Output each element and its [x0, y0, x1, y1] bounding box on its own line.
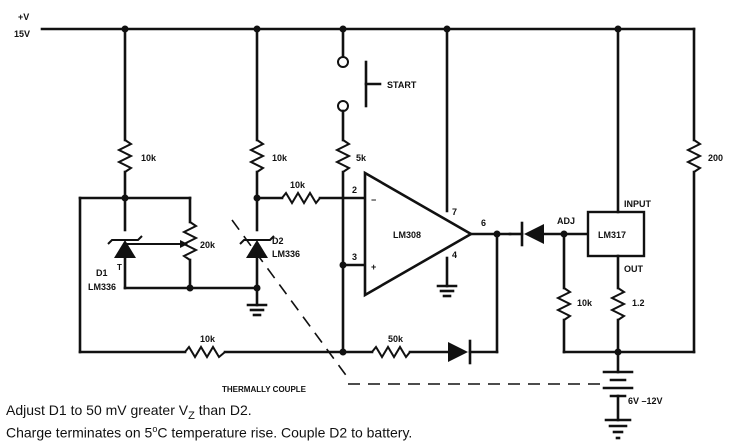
pin2-label: 2	[352, 185, 357, 195]
r-out-label: 1.2	[632, 298, 645, 308]
column-d2	[239, 27, 367, 317]
start-switch	[334, 27, 382, 354]
regulator-part-label: LM317	[598, 230, 626, 240]
opamp-plus-sign: +	[371, 262, 376, 272]
pin7-label: 7	[452, 207, 457, 217]
note-line-1-text: Adjust D1 to 50 mV greater V	[6, 402, 189, 418]
d1-part-label: LM336	[88, 282, 116, 292]
r3-label: 5k	[356, 153, 367, 163]
start-label: START	[387, 80, 417, 90]
pin6-label: 6	[481, 218, 486, 228]
note-degree-symbol: o	[152, 424, 158, 434]
r200-label: 200	[708, 153, 723, 163]
r-feedback-label: 50k	[388, 334, 404, 344]
note-line-2-text: Charge terminates on 5	[6, 424, 153, 441]
thermal-coupling	[231, 219, 600, 385]
note-line-2-end: C temperature rise. Couple D2 to battery…	[157, 424, 413, 441]
battery	[602, 370, 634, 440]
pot-label: 20k	[200, 240, 216, 250]
r1-label: 10k	[141, 153, 157, 163]
supply-voltage-label: 15V	[14, 29, 30, 39]
right-resistor	[685, 27, 703, 354]
r2-label: 10k	[272, 153, 288, 163]
regulator-input-label: INPUT	[624, 199, 652, 209]
output-diode	[508, 221, 696, 356]
pin3-label: 3	[352, 252, 357, 262]
note-line-1-end: than D2.	[194, 402, 252, 418]
regulator-lm317	[586, 27, 646, 374]
note-line-1: Adjust D1 to 50 mV greater VZ than D2.	[6, 402, 252, 422]
battery-label: 6V –12V	[628, 396, 663, 406]
r-input-label: 10k	[290, 180, 306, 190]
opamp-lm308	[363, 27, 512, 354]
opamp-part-label: LM308	[393, 230, 421, 240]
r-adj-label: 10k	[577, 298, 593, 308]
d2-label: D2	[272, 236, 284, 246]
note-line-2: Charge terminates on 5oC temperature ris…	[6, 424, 412, 441]
d1-mark: T	[117, 263, 122, 272]
opamp-minus-sign: −	[371, 195, 376, 205]
note-vz-subscript: Z	[188, 409, 195, 422]
pin4-label: 4	[452, 250, 457, 260]
d2-part-label: LM336	[272, 249, 300, 259]
adj-label: ADJ	[557, 216, 575, 226]
r-bottom-label: 10k	[200, 334, 216, 344]
thermal-label: THERMALLY COUPLE	[222, 385, 307, 394]
column-d1	[78, 27, 259, 354]
top-rail	[40, 25, 696, 33]
d1-label: D1	[96, 268, 108, 278]
regulator-out-label: OUT	[624, 264, 644, 274]
supply-plus-label: +V	[18, 12, 29, 22]
bottom-line	[78, 339, 499, 365]
